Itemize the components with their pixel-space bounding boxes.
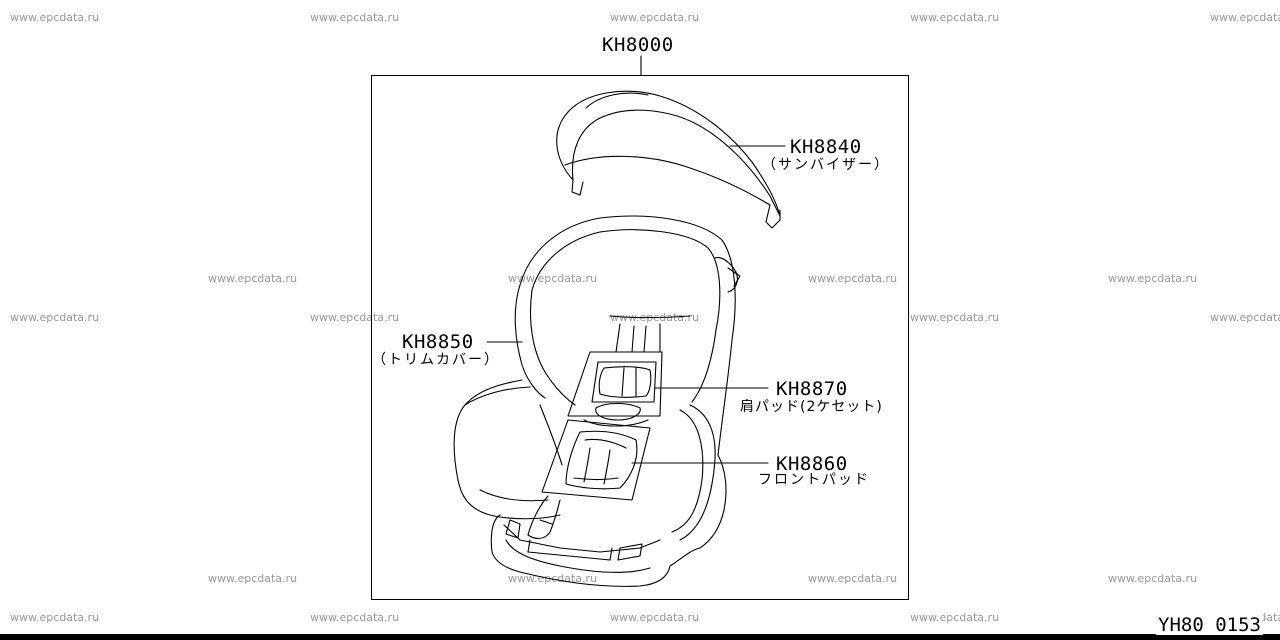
diagram-frame: [371, 75, 909, 600]
watermark-text: www.epcdata.ru: [10, 11, 100, 24]
watermark-text: www.epcdata.ru: [1210, 311, 1280, 324]
assembly-code: KH8000: [602, 34, 674, 56]
diagram-id: YH80 0153: [1156, 614, 1263, 636]
watermark-text: www.epcdata.ru: [1108, 572, 1198, 585]
watermark-text: www.epcdata.ru: [1108, 272, 1198, 285]
watermark-text: www.epcdata.ru: [808, 272, 898, 285]
part-name: 肩パッド(2ケセット): [740, 399, 883, 415]
watermark-text: www.epcdata.ru: [808, 572, 898, 585]
watermark-text: www.epcdata.ru: [10, 311, 100, 324]
watermark-text: www.epcdata.ru: [310, 311, 400, 324]
watermark-text: www.epcdata.ru: [910, 311, 1000, 324]
part-code: KH8840: [790, 136, 862, 158]
part-code: KH8870: [776, 378, 848, 400]
bottom-border-bar: [0, 634, 1280, 640]
part-name: （トリムカバー）: [372, 352, 500, 368]
part-code: KH8860: [776, 453, 848, 475]
part-code: KH8850: [402, 331, 474, 353]
watermark-text: www.epcdata.ru: [910, 11, 1000, 24]
watermark-text: www.epcdata.ru: [508, 572, 598, 585]
watermark-text: www.epcdata.ru: [610, 611, 700, 624]
watermark-text: www.epcdata.ru: [310, 611, 400, 624]
watermark-text: www.epcdata.ru: [910, 611, 1000, 624]
watermark-text: www.epcdata.ru: [208, 572, 298, 585]
watermark-text: www.epcdata.ru: [1210, 11, 1280, 24]
watermark-text: www.epcdata.ru: [610, 11, 700, 24]
part-name: フロントパッド: [758, 472, 870, 488]
watermark-text: www.epcdata.ru: [310, 11, 400, 24]
watermark-text: www.epcdata.ru: [10, 611, 100, 624]
watermark-text: www.epcdata.ru: [208, 272, 298, 285]
part-name: （サンバイザー）: [762, 157, 890, 173]
seat-drawing: [453, 215, 741, 587]
sun-visor-drawing: [556, 90, 781, 229]
watermark-text: www.epcdata.ru: [508, 272, 598, 285]
